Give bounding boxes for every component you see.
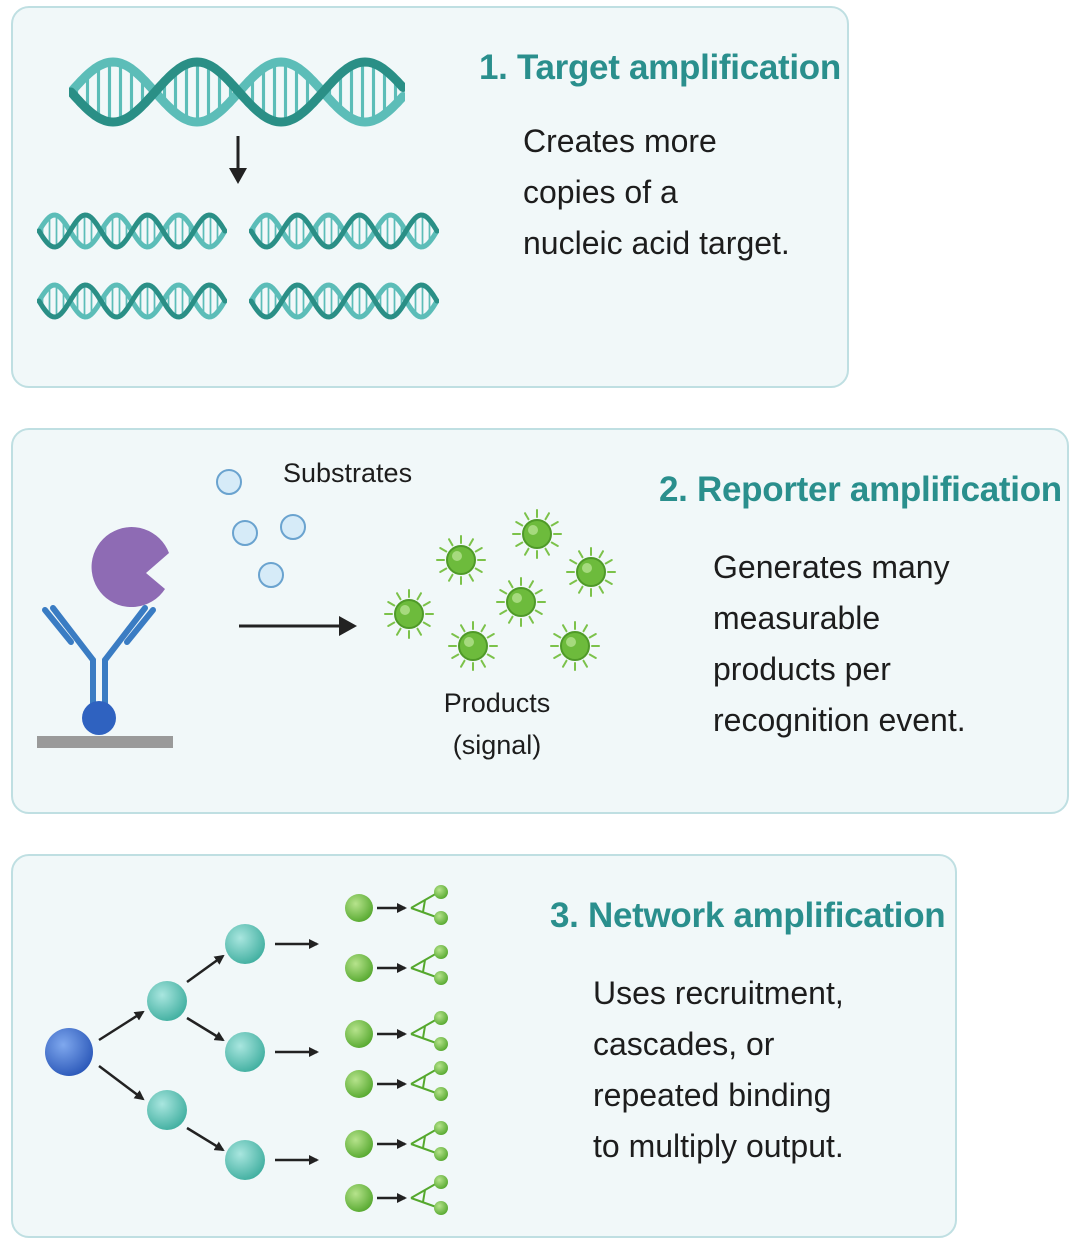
product-molecules [384, 509, 616, 671]
enzyme-icon [91, 527, 169, 608]
product-molecule [384, 589, 434, 639]
output-node [434, 885, 448, 899]
output-node [345, 1130, 373, 1158]
output-node [434, 971, 448, 985]
cascade-node [225, 1140, 265, 1180]
output-node [434, 1011, 448, 1025]
dna-helix-copy [249, 282, 439, 320]
product-molecule [496, 577, 546, 627]
surface-plate [37, 736, 173, 748]
product-molecule [436, 535, 486, 585]
cascade-node [147, 1090, 187, 1130]
substrate-molecule [258, 562, 284, 588]
output-node [434, 1121, 448, 1135]
dna-helix-large [69, 57, 405, 127]
output-node [434, 1087, 448, 1101]
output-node [345, 1184, 373, 1212]
reporter-amplification-illustration [37, 469, 616, 748]
panel-description: Uses recruitment, cascades, or repeated … [593, 975, 844, 1164]
output-node [434, 1147, 448, 1161]
dna-amplification-illustration [37, 57, 439, 320]
panel-network-amplification: 3. Network amplification Uses recruitmen… [11, 854, 957, 1238]
output-node [345, 1020, 373, 1048]
output-node [434, 945, 448, 959]
panel-target-amplification: 1. Target amplification Creates more cop… [11, 6, 849, 388]
output-node [345, 894, 373, 922]
substrate-molecule [232, 520, 258, 546]
product-molecule [566, 547, 616, 597]
root-node [45, 1028, 93, 1076]
output-node [434, 1201, 448, 1215]
dna-helix-copy [37, 212, 227, 250]
substrate-molecule [280, 514, 306, 540]
products-label: Products (signal) [443, 688, 551, 760]
panel-heading: 2. Reporter amplification [659, 470, 1062, 509]
product-molecule [550, 621, 600, 671]
output-node [434, 911, 448, 925]
panel-description: Creates more copies of a nucleic acid ta… [523, 123, 790, 261]
down-arrow-icon [229, 136, 247, 184]
output-node [434, 1061, 448, 1075]
network-cascade-illustration [45, 885, 448, 1215]
anchor-bead [82, 701, 116, 735]
dna-helix-copy [249, 212, 439, 250]
right-arrow-icon [239, 616, 357, 636]
antibody-icon [42, 605, 156, 713]
panel-heading: 1. Target amplification [479, 48, 841, 87]
cascade-node [225, 924, 265, 964]
product-molecule [448, 621, 498, 671]
substrate-molecule [216, 469, 242, 495]
substrates-label: Substrates [283, 458, 413, 488]
output-node [345, 1070, 373, 1098]
panel-heading: 3. Network amplification [550, 896, 946, 935]
panel-reporter-amplification: Substrates Products (signal) 2. Reporter… [11, 428, 1069, 814]
cascade-network [45, 885, 448, 1215]
panel-description: Generates many measurable products per r… [713, 549, 966, 738]
substrate-molecules [216, 469, 306, 588]
cascade-node [147, 981, 187, 1021]
output-node [345, 954, 373, 982]
output-node [434, 1037, 448, 1051]
output-node [434, 1175, 448, 1189]
product-molecule [512, 509, 562, 559]
cascade-node [225, 1032, 265, 1072]
dna-helix-copy [37, 282, 227, 320]
